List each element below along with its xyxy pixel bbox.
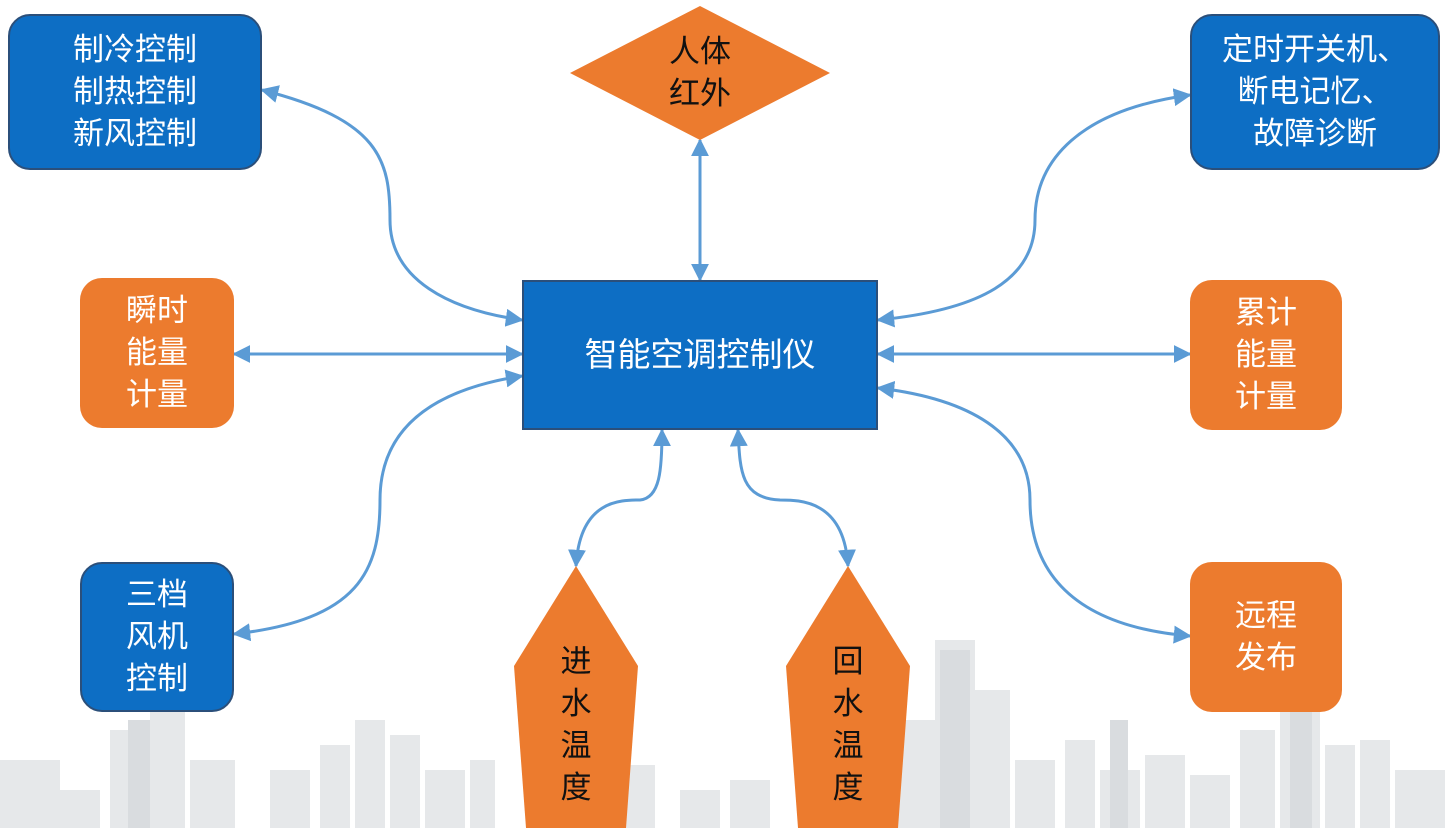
- cumulative-energy-label: 累计 能量 计量: [1235, 295, 1297, 415]
- center-controller-label: 智能空调控制仪: [584, 335, 816, 374]
- remote-publish-box: 远程 发布: [1190, 562, 1342, 712]
- timer-memory-diagnosis-label: 定时开关机、 断电记忆、 故障诊断: [1222, 32, 1408, 152]
- timer-memory-diagnosis-box: 定时开关机、 断电记忆、 故障诊断: [1190, 14, 1440, 170]
- remote-publish-label: 远程 发布: [1235, 598, 1297, 676]
- instant-energy-label: 瞬时 能量 计量: [126, 293, 188, 413]
- three-speed-fan-box: 三档 风机 控制: [80, 562, 234, 712]
- cumulative-energy-box: 累计 能量 计量: [1190, 280, 1342, 430]
- center-controller-box: 智能空调控制仪: [522, 280, 878, 430]
- inlet-water-temp-label: 进 水 温 度: [560, 644, 592, 806]
- cooling-heating-fresh-label: 制冷控制 制热控制 新风控制: [73, 32, 197, 152]
- human-infrared-diamond: [570, 6, 830, 140]
- human-infrared-label: 人体 红外: [669, 34, 731, 112]
- return-water-temp-label: 回 水 温 度: [832, 644, 864, 806]
- return-water-temp-shape: [786, 566, 910, 828]
- three-speed-fan-label: 三档 风机 控制: [126, 577, 188, 697]
- instant-energy-box: 瞬时 能量 计量: [80, 278, 234, 428]
- inlet-water-temp-shape: [514, 566, 638, 828]
- cooling-heating-fresh-box: 制冷控制 制热控制 新风控制: [8, 14, 262, 170]
